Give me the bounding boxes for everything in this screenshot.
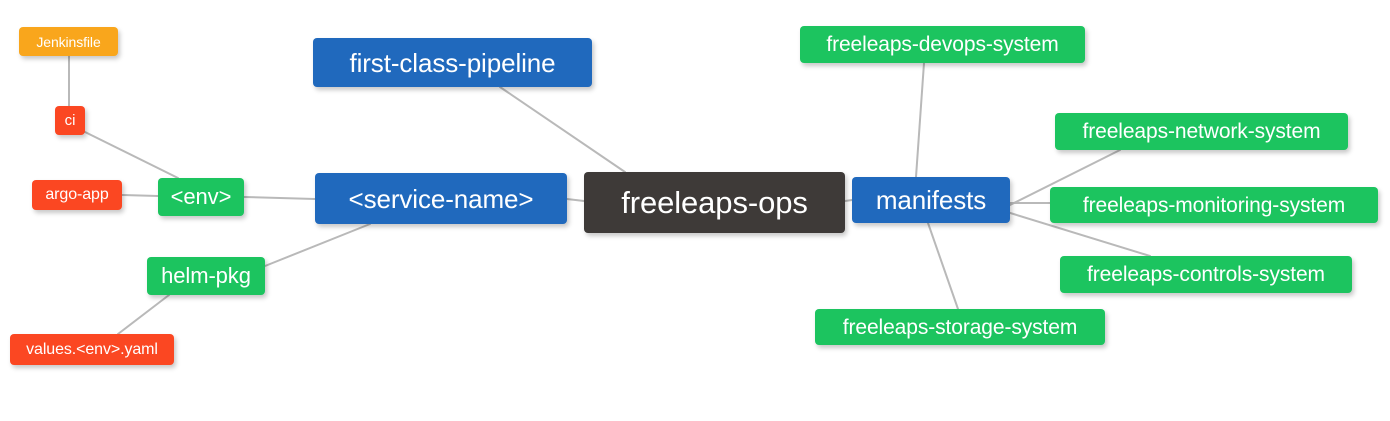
node-label-freeleaps-devops-system: freeleaps-devops-system: [826, 33, 1059, 56]
node-label-freeleaps-controls-system: freeleaps-controls-system: [1087, 263, 1325, 286]
node-label-freeleaps-monitoring-system: freeleaps-monitoring-system: [1082, 193, 1346, 217]
edge-env-to-argo-app: [121, 194, 159, 197]
node-freeleaps-ops[interactable]: freeleaps-ops: [584, 172, 845, 233]
node-label-argo-app: argo-app: [45, 186, 109, 203]
node-label-helm-pkg: helm-pkg: [161, 263, 251, 288]
node-label-ci: ci: [64, 112, 76, 129]
node-service-name[interactable]: <service-name>: [315, 173, 567, 224]
node-label-freeleaps-ops: freeleaps-ops: [621, 185, 808, 220]
node-ci[interactable]: ci: [55, 106, 85, 135]
edge-manifests-to-freeleaps-storage-system: [927, 222, 959, 310]
node-freeleaps-storage-system[interactable]: freeleaps-storage-system: [815, 309, 1105, 345]
edge-freeleaps-ops-to-manifests: [844, 199, 853, 202]
node-label-manifests: manifests: [875, 185, 987, 215]
node-values-env-yaml[interactable]: values.<env>.yaml: [10, 334, 174, 365]
edge-freeleaps-ops-to-first-class-pipeline: [499, 86, 626, 173]
node-label-env: <env>: [170, 184, 232, 209]
node-label-jenkinsfile: Jenkinsfile: [36, 33, 101, 50]
edge-env-to-ci: [84, 131, 179, 179]
node-freeleaps-network-system[interactable]: freeleaps-network-system: [1055, 113, 1348, 150]
node-label-first-class-pipeline: first-class-pipeline: [349, 47, 556, 78]
edge-service-name-to-helm-pkg: [264, 223, 371, 267]
node-argo-app[interactable]: argo-app: [32, 180, 122, 210]
node-label-values-env-yaml: values.<env>.yaml: [26, 340, 158, 358]
edge-helm-pkg-to-values-env-yaml: [117, 294, 170, 335]
node-label-service-name: <service-name>: [348, 183, 534, 214]
node-first-class-pipeline[interactable]: first-class-pipeline: [313, 38, 592, 87]
node-label-freeleaps-storage-system: freeleaps-storage-system: [842, 315, 1078, 339]
node-freeleaps-controls-system[interactable]: freeleaps-controls-system: [1060, 256, 1352, 293]
node-helm-pkg[interactable]: helm-pkg: [147, 257, 265, 295]
node-jenkinsfile[interactable]: Jenkinsfile: [19, 27, 118, 56]
node-manifests[interactable]: manifests: [852, 177, 1010, 223]
node-freeleaps-devops-system[interactable]: freeleaps-devops-system: [800, 26, 1085, 63]
edge-manifests-to-freeleaps-devops-system: [915, 62, 925, 178]
node-label-freeleaps-network-system: freeleaps-network-system: [1082, 120, 1321, 143]
edge-freeleaps-ops-to-service-name: [566, 198, 585, 202]
node-freeleaps-monitoring-system[interactable]: freeleaps-monitoring-system: [1050, 187, 1378, 223]
edge-service-name-to-env: [243, 196, 316, 200]
node-env[interactable]: <env>: [158, 178, 244, 216]
